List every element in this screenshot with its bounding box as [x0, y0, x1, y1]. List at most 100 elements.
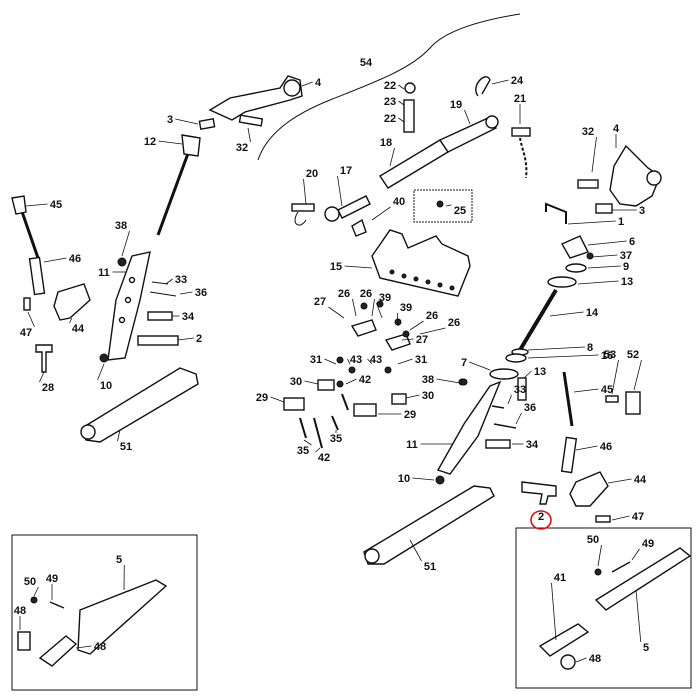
- callout: 22: [384, 113, 405, 125]
- callout-number: 27: [314, 296, 326, 308]
- lift-arm-hub: [283, 79, 301, 97]
- leader-line: [515, 412, 522, 425]
- callout: 51: [117, 429, 132, 453]
- leader-line: [270, 396, 285, 403]
- callout: 11: [98, 267, 126, 279]
- lift-arm-right-hub: [646, 170, 662, 186]
- callout: 30: [405, 390, 434, 402]
- callout-number: 31: [415, 354, 427, 366]
- leader-line: [315, 447, 321, 453]
- callout: 35: [297, 439, 312, 457]
- leader-line: [398, 100, 405, 106]
- fork-44-left: [53, 283, 91, 321]
- callout: 44: [607, 474, 647, 486]
- leader-line: [523, 370, 532, 379]
- callout-number: 26: [448, 317, 460, 329]
- callout: 6: [587, 236, 635, 248]
- callout: 14: [549, 307, 599, 319]
- callout: 22: [384, 80, 405, 92]
- pin-24: [475, 76, 491, 97]
- leader-line: [179, 291, 193, 295]
- callout-number: 38: [422, 374, 434, 386]
- callout: 25: [445, 204, 466, 217]
- leader-line: [69, 317, 73, 324]
- callout-number: 13: [621, 276, 633, 288]
- callout-number: 49: [642, 538, 654, 550]
- callout: 2: [538, 511, 544, 523]
- leader-line: [303, 439, 312, 446]
- top-link-19-eye: [485, 115, 499, 129]
- clip-36-left: [149, 291, 177, 297]
- callout-number: 2: [196, 333, 202, 345]
- callout-number: 12: [144, 136, 156, 148]
- leader-line: [401, 338, 414, 341]
- housing-46-right: [560, 436, 578, 474]
- callout: 43: [367, 354, 382, 366]
- leader-line: [507, 394, 512, 405]
- link-41-right-inset: [538, 623, 590, 657]
- callout-number: 38: [115, 220, 127, 232]
- fitting-29-right: [353, 403, 377, 417]
- callout-number: 54: [360, 57, 373, 69]
- callout-number: 24: [511, 75, 524, 87]
- inset-box-right: [515, 527, 692, 689]
- clip-33-right: [491, 405, 505, 409]
- leader-line: [121, 230, 130, 257]
- leader-line: [337, 175, 343, 207]
- part-53: [605, 395, 619, 403]
- callout: 49: [631, 538, 654, 561]
- callout: 3: [612, 205, 645, 217]
- callout-number: 36: [524, 402, 536, 414]
- callout: 48: [75, 641, 106, 653]
- callout: 31: [397, 354, 427, 366]
- callout: 51: [409, 539, 436, 573]
- callout-number: 10: [100, 380, 112, 392]
- callout: 46: [575, 441, 612, 453]
- callout-number: 3: [639, 205, 645, 217]
- callout-number: 49: [46, 573, 58, 585]
- leader-line: [165, 278, 173, 285]
- leader-line: [33, 586, 39, 597]
- callout: 45: [25, 199, 62, 211]
- leader-line: [567, 220, 616, 225]
- leader-line: [43, 257, 67, 263]
- callout: 10: [398, 473, 435, 485]
- shaft-14: [518, 288, 558, 352]
- leader-line: [397, 312, 399, 327]
- callout-number: 45: [50, 199, 62, 211]
- plate-48-left-inset: [38, 635, 78, 667]
- callout-number: 37: [620, 250, 632, 262]
- leveling-screw-45-right: [562, 371, 574, 427]
- callout-number: 14: [586, 307, 599, 319]
- leader-line: [376, 302, 383, 319]
- leveling-screw-45-top: [11, 195, 27, 215]
- leader-line: [345, 378, 357, 385]
- callout: 36: [179, 287, 207, 299]
- leader-line: [175, 118, 199, 125]
- callout-number: 42: [359, 374, 371, 386]
- callout: 26: [419, 317, 460, 335]
- leader-line: [412, 477, 435, 481]
- leader-line: [27, 311, 35, 328]
- top-link-19: [438, 117, 498, 153]
- leader-line: [575, 445, 598, 451]
- leader-line: [397, 358, 413, 365]
- callout: 37: [591, 250, 632, 262]
- callout-number: 35: [330, 433, 342, 445]
- fork-44-right: [569, 471, 609, 507]
- leader-line: [549, 311, 584, 317]
- clip-33-left: [151, 281, 169, 285]
- callout-number: 44: [634, 474, 647, 486]
- part-13-lower: [517, 377, 527, 401]
- callout: 35: [330, 430, 342, 445]
- callout: 15: [330, 261, 373, 273]
- highlight-ring: [530, 510, 552, 530]
- leader-line: [97, 363, 105, 381]
- callout-number: 48: [14, 605, 26, 617]
- callout: 49: [46, 573, 58, 600]
- fitting-30-left: [317, 379, 335, 391]
- leader-line: [445, 204, 452, 207]
- lower-link-51-left-end: [80, 424, 96, 440]
- callout-number: 31: [310, 354, 322, 366]
